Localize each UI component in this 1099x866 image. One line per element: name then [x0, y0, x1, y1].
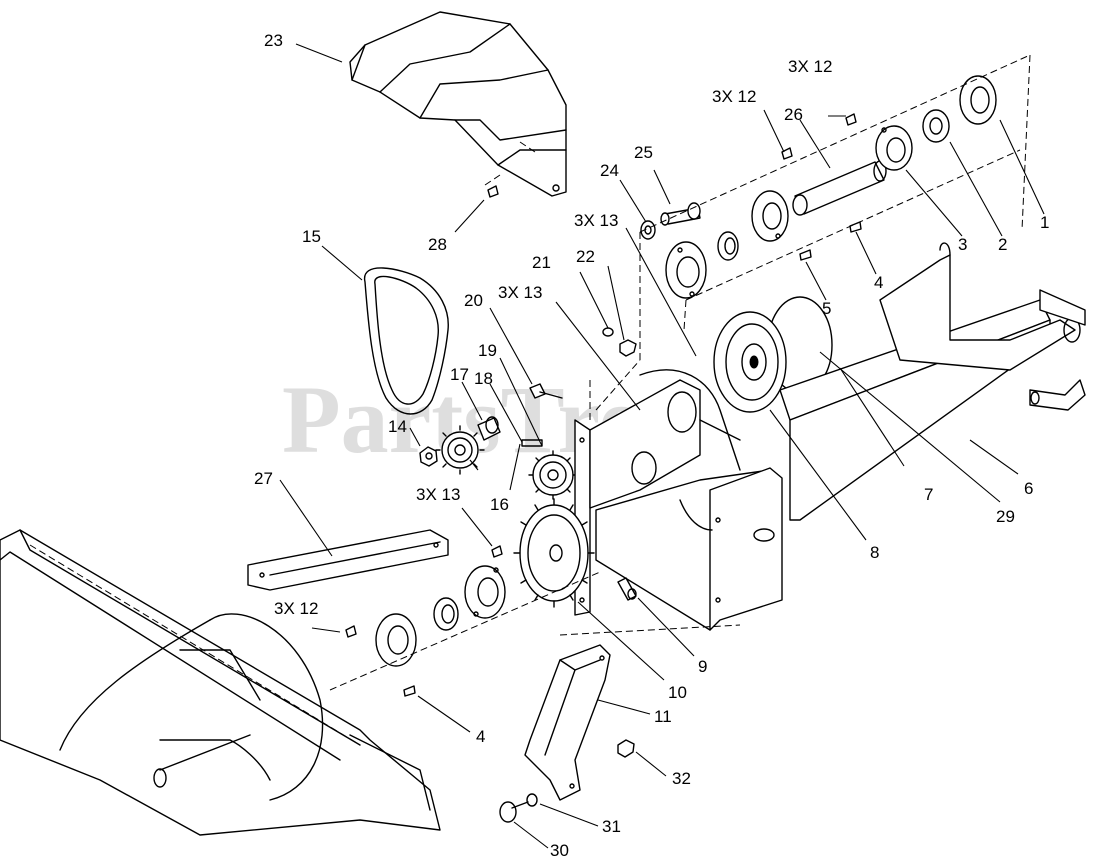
callout-22[interactable]: 22	[576, 247, 595, 266]
part-14-nut[interactable]	[419, 446, 438, 467]
part-27-bracket[interactable]	[247, 529, 449, 591]
part-21-washer[interactable]	[602, 327, 614, 337]
part-1-flange[interactable]	[959, 75, 997, 125]
part-flange-lower-right[interactable]	[464, 565, 506, 619]
callout-14[interactable]: 14	[388, 417, 407, 436]
part-5-key[interactable]	[799, 249, 812, 261]
callout-19[interactable]: 19	[478, 341, 497, 360]
callout-9[interactable]: 9	[698, 657, 707, 676]
callout-29[interactable]: 29	[996, 507, 1015, 526]
callout-10[interactable]: 10	[668, 683, 687, 702]
callout-4-lower[interactable]: 4	[476, 727, 485, 746]
callout-27[interactable]: 27	[254, 469, 273, 488]
part-6-frame[interactable]	[779, 242, 1086, 521]
part-15-belt[interactable]	[364, 267, 449, 415]
callout-17[interactable]: 17	[450, 365, 469, 384]
part-bearing-left-upper[interactable]	[717, 231, 739, 261]
part-22-nut[interactable]	[619, 339, 637, 357]
callout-30[interactable]: 30	[550, 841, 569, 860]
part-24-washer[interactable]	[640, 220, 656, 240]
part-31-washer[interactable]	[526, 793, 538, 807]
callout-11[interactable]: 11	[654, 707, 672, 726]
part-30-bolt[interactable]	[499, 801, 529, 823]
callout-4-upper[interactable]: 4	[874, 273, 883, 292]
part-25-pin[interactable]	[660, 202, 701, 226]
callout-6[interactable]: 6	[1024, 479, 1033, 498]
part-screw-3x12-upper[interactable]	[781, 113, 857, 160]
callout-18[interactable]: 18	[474, 369, 493, 388]
part-7-pulley[interactable]	[713, 311, 787, 413]
callout-7[interactable]: 7	[924, 485, 933, 504]
callout-5[interactable]: 5	[822, 299, 831, 318]
part-9-bolt[interactable]	[617, 577, 637, 601]
leader-lines	[279, 43, 1045, 849]
callout-8[interactable]: 8	[870, 543, 879, 562]
callout-3x12-lower[interactable]: 3X 12	[274, 599, 318, 618]
callout-1[interactable]: 1	[1040, 213, 1049, 232]
part-16-sprocket-small[interactable]	[435, 425, 485, 475]
part-4-key-upper[interactable]	[849, 221, 862, 233]
part-19-sprocket[interactable]	[528, 450, 578, 500]
part-flange-lower-left[interactable]	[375, 613, 417, 667]
part-3-flange[interactable]	[875, 125, 913, 171]
callout-3x13-top[interactable]: 3X 13	[574, 211, 618, 230]
part-10-large-gear[interactable]	[513, 498, 595, 608]
part-4-key-lower[interactable]	[403, 685, 416, 697]
callout-23[interactable]: 23	[264, 31, 283, 50]
part-screw-3x12-lower[interactable]	[345, 625, 357, 638]
part-17-hub[interactable]	[477, 416, 501, 441]
part-28-screw[interactable]	[484, 174, 501, 198]
part-screw-3x13-lower[interactable]	[491, 545, 503, 558]
callout-31[interactable]: 31	[602, 817, 621, 836]
callout-20[interactable]: 20	[464, 291, 483, 310]
callout-3x13-lower[interactable]: 3X 13	[416, 485, 460, 504]
part-20-bolt[interactable]	[529, 383, 563, 399]
part-tine-shield[interactable]	[0, 529, 441, 836]
part-26-shaft[interactable]	[792, 160, 887, 216]
callout-26[interactable]: 26	[784, 105, 803, 124]
callout-3x12-mid[interactable]: 3X 12	[712, 87, 756, 106]
callout-3x13-mid[interactable]: 3X 13	[498, 283, 542, 302]
part-flange-mid-upper[interactable]	[751, 190, 789, 242]
callout-25[interactable]: 25	[634, 143, 653, 162]
part-bearing-lower[interactable]	[433, 597, 459, 631]
part-flange-left-upper[interactable]	[665, 241, 707, 299]
part-32-nut[interactable]	[617, 739, 635, 758]
part-11-support-bracket[interactable]	[524, 644, 611, 801]
callout-15[interactable]: 15	[302, 227, 321, 246]
callout-24[interactable]: 24	[600, 161, 619, 180]
callout-32[interactable]: 32	[672, 769, 691, 788]
part-2-bearing[interactable]	[922, 109, 950, 143]
callout-16[interactable]: 16	[490, 495, 509, 514]
callout-2[interactable]: 2	[998, 235, 1007, 254]
callout-3x12-top[interactable]: 3X 12	[788, 57, 832, 76]
callout-28[interactable]: 28	[428, 235, 447, 254]
part-23-belt-cover[interactable]	[349, 11, 567, 197]
callout-3[interactable]: 3	[958, 235, 967, 254]
callout-labels: 23 28 15 3X 12 3X 12 26 25 24 3X 13 22 2…	[254, 31, 1049, 860]
part-9-gear-housing[interactable]	[574, 369, 783, 631]
callout-21[interactable]: 21	[532, 253, 551, 272]
